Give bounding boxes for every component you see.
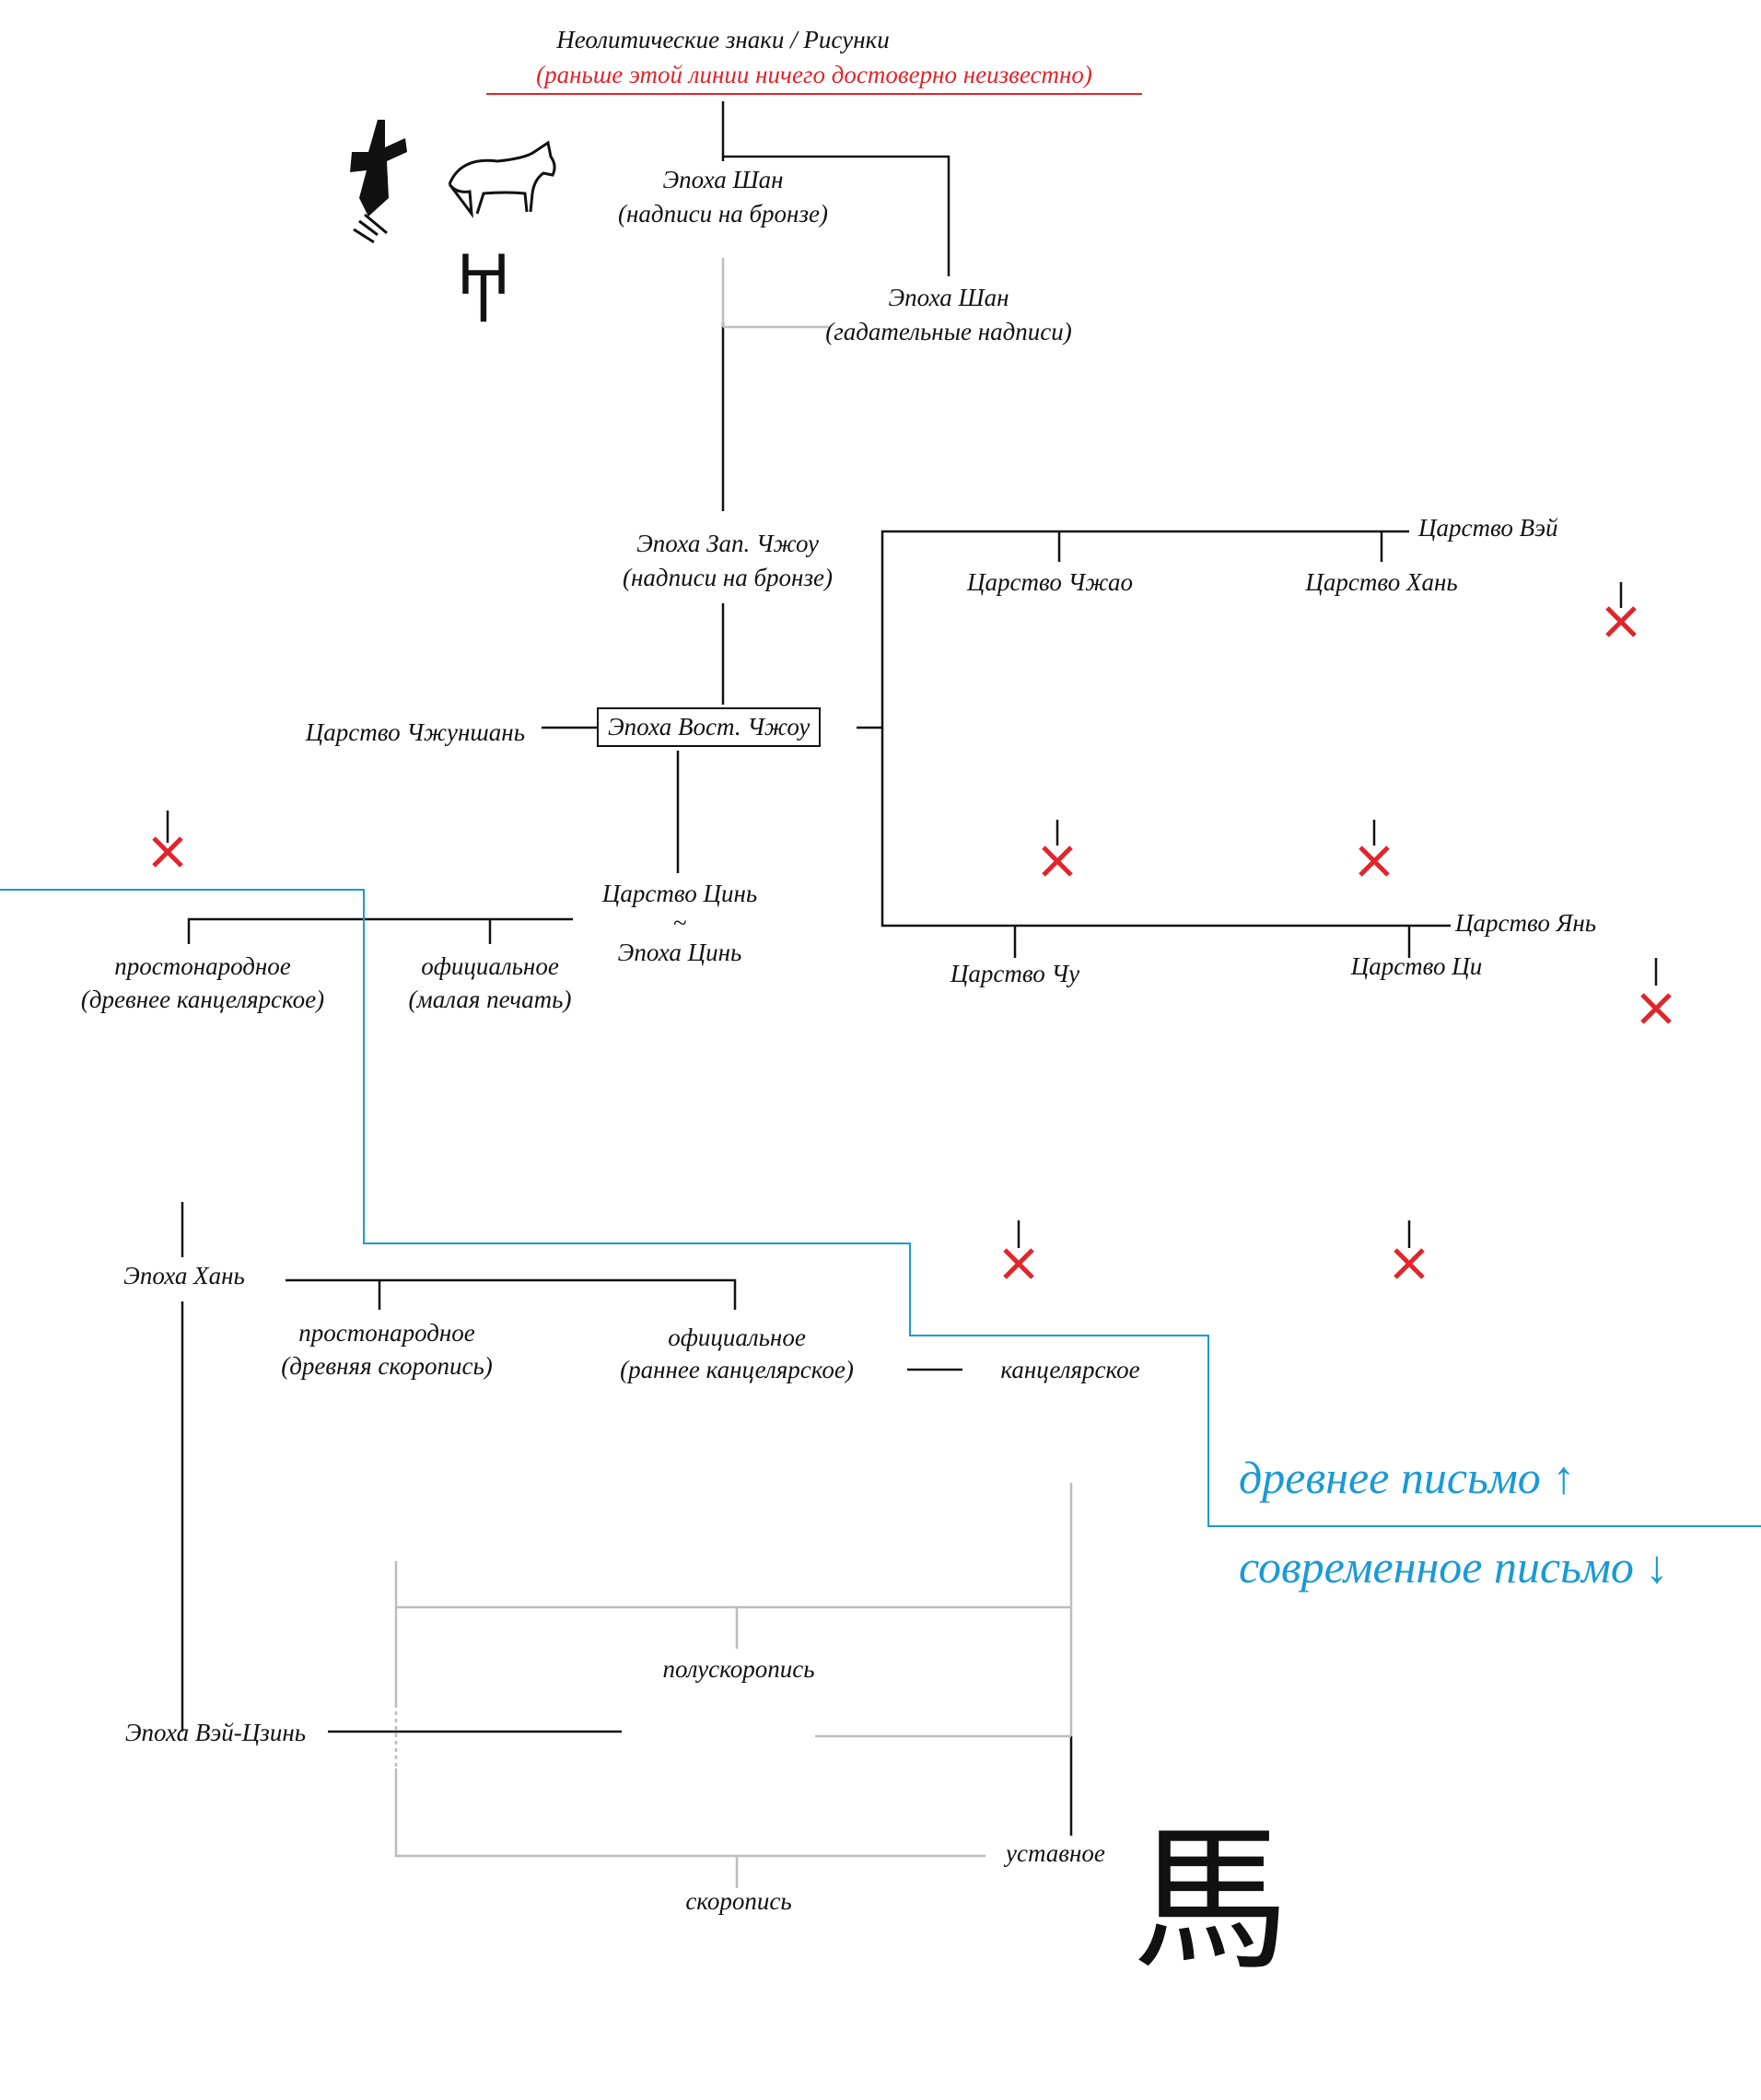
east-zhou-node: Эпоха Вост. Чжоу xyxy=(597,707,822,748)
qin-common-title: простонародное xyxy=(114,952,291,980)
zhongshan-title: Царство Чжуншань xyxy=(305,718,525,746)
han-common-title: простонародное xyxy=(298,1319,475,1347)
qin-tilde: ~ xyxy=(672,909,687,937)
qi-title: Царство Ци xyxy=(1350,952,1483,980)
extinct-cross-icon xyxy=(1042,846,1073,877)
wei-state-title: Царство Вэй xyxy=(1418,514,1558,542)
shang-bronze-subtitle: (надписи на бронзе) xyxy=(618,200,828,228)
modern-writing-label: современное письмо ↓ xyxy=(1239,1541,1669,1592)
shang-bronze-title: Эпоха Шан xyxy=(662,166,784,193)
west-zhou-subtitle: (надписи на бронзе) xyxy=(623,564,833,591)
regular-script-char: 馬 xyxy=(1133,1810,1290,1992)
west-zhou-title: Эпоха Зап. Чжоу xyxy=(636,530,819,557)
extinct-cross-icon xyxy=(1640,993,1672,1024)
shang-oracle-title: Эпоха Шан xyxy=(888,284,1009,311)
han-state-title: Царство Хань xyxy=(1305,568,1458,596)
regular-title: уставное xyxy=(1006,1839,1105,1867)
zhao-title: Царство Чжао xyxy=(967,568,1133,596)
clerical-title: канцелярское xyxy=(1000,1356,1140,1383)
shang-bronze-glyphs: 𐀀 xyxy=(454,243,513,342)
uncertainty-note: (раньше этой линии ничего достоверно неи… xyxy=(536,61,1092,88)
qin-official-title: официальное xyxy=(421,952,559,980)
han-official-subtitle: (раннее канцелярское) xyxy=(620,1356,854,1383)
han-official-title: официальное xyxy=(668,1324,806,1351)
yan-title: Царство Янь xyxy=(1455,909,1597,937)
extinct-cross-icon xyxy=(1359,846,1390,877)
extinct-cross-icon xyxy=(1605,606,1637,637)
qin-common-subtitle: (древнее канцелярское) xyxy=(80,986,325,1013)
extinct-cross-icon xyxy=(1394,1248,1425,1279)
horse-drawing-icon xyxy=(448,140,556,219)
extinct-cross-icon xyxy=(152,836,183,868)
semi-cursive-title: полускоропись xyxy=(662,1655,815,1683)
qin-title: Царство Цинь xyxy=(601,880,758,907)
han-common-subtitle: (древняя скоропись) xyxy=(281,1352,493,1380)
extinct-cross-icon xyxy=(1003,1248,1034,1279)
chu-title: Царство Чу xyxy=(950,960,1080,987)
han-era-title: Эпоха Хань xyxy=(123,1262,245,1289)
shang-oracle-subtitle: (гадательные надписи) xyxy=(825,318,1072,345)
ancient-character-icon xyxy=(350,120,407,244)
wei-jin-title: Эпоха Вэй-Цзинь xyxy=(124,1719,306,1746)
neolithic-title: Неолитические знаки / Рисунки xyxy=(556,26,890,53)
cursive-title: скоропись xyxy=(685,1887,792,1915)
qin-official-subtitle: (малая печать) xyxy=(408,986,572,1013)
qin-era-title: Эпоха Цинь xyxy=(617,939,742,966)
ancient-writing-label: древнее письмо ↑ xyxy=(1239,1452,1576,1503)
